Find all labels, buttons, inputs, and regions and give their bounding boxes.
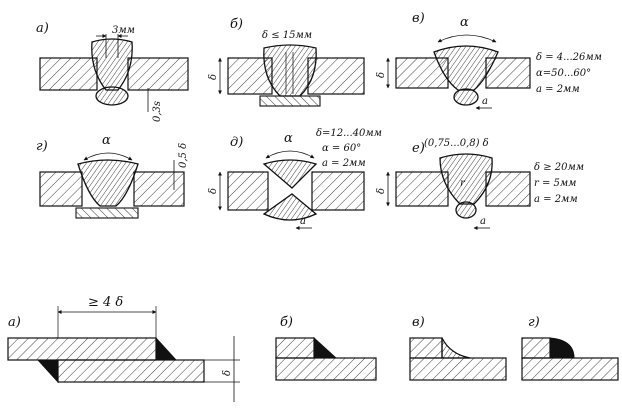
- spec-line-1: δ=12...40мм: [316, 128, 382, 139]
- joint-top-v: в) α δ a δ = 4...26мм α=50...60° a = 2мм: [376, 11, 602, 110]
- top-width-text: (0,75...0,8) δ: [424, 138, 489, 149]
- joint-mid-e: е) (0,75...0,8) δ r δ a δ ≥ 20мм r = 5мм…: [376, 138, 584, 230]
- angle-text: α: [102, 133, 111, 148]
- radius-text: r: [460, 178, 466, 189]
- label-bottom-v: в): [412, 315, 425, 330]
- dim-gap-text: a: [480, 216, 486, 227]
- joint-mid-d: д) α δ a δ=12...40мм α = 60° a = 2мм: [208, 128, 382, 230]
- plate-left: [227, 171, 269, 211]
- angle-text: α: [460, 15, 469, 30]
- label-bottom-g: г): [528, 315, 540, 330]
- plate-left: [39, 171, 83, 207]
- weld-root: [453, 88, 479, 106]
- dim-gap-text: a: [300, 216, 306, 227]
- dim-thickness-text: δ: [376, 72, 387, 78]
- plate-upper: [521, 337, 551, 359]
- plate-right: [133, 171, 185, 207]
- angle-arc: [437, 34, 497, 43]
- label-bottom-b: б): [280, 315, 293, 330]
- backing-strip: [75, 207, 139, 219]
- joint-bottom-v: в): [409, 315, 507, 381]
- joint-bottom-g: г): [521, 315, 619, 381]
- plate-left: [395, 171, 449, 207]
- plate-left: [39, 57, 98, 91]
- plate-right: [311, 171, 365, 211]
- joint-top-b: б) δ ≤ 15мм δ: [208, 17, 365, 107]
- label-top-a: а): [36, 21, 49, 36]
- plate-right: [307, 57, 365, 95]
- fillet-weld-left: [36, 359, 59, 384]
- dim-thickness-text: δ: [222, 370, 233, 376]
- fillet-weld: [313, 336, 338, 359]
- label-mid-g: г): [36, 139, 48, 154]
- label-top-b: б): [230, 17, 243, 32]
- spec-line-2: α = 60°: [322, 143, 361, 154]
- weld-bead-top: [91, 38, 133, 91]
- label-top-v: в): [412, 11, 425, 26]
- plate-lower: [409, 357, 507, 381]
- spec-line-3: a = 2мм: [536, 84, 580, 95]
- convex-fillet-weld: [549, 337, 575, 359]
- spec-line-1: δ ≥ 20мм: [534, 162, 584, 173]
- plate-lower: [275, 357, 377, 381]
- weld-bead-lower: [262, 193, 318, 221]
- spec-line-2: α=50...60°: [536, 68, 591, 79]
- weld-bead: [77, 159, 139, 207]
- fillet-weld-right: [155, 336, 178, 361]
- plate-upper: [275, 337, 315, 359]
- joint-bottom-b: б): [275, 315, 377, 381]
- weld-bead-upper: [262, 159, 318, 189]
- weld-bead: [439, 153, 493, 205]
- dim-gap-text: a: [482, 96, 488, 107]
- joint-mid-g: г) α 0,5 δ: [36, 133, 189, 219]
- spec-line-1: δ = 4...26мм: [536, 52, 602, 63]
- spec-line-3: a = 2мм: [322, 158, 366, 169]
- plate-right: [485, 171, 531, 207]
- dim-thickness-text: δ: [208, 74, 219, 80]
- weld-root: [455, 201, 477, 219]
- dim-reinf-text: 0,3s: [152, 101, 163, 122]
- weld-bead: [433, 45, 499, 91]
- label-mid-e: е): [412, 141, 425, 156]
- dim-thickness-text: δ: [208, 188, 219, 194]
- dim-gap-text: 3мм: [112, 25, 135, 36]
- joint-bottom-a: а) ≥ 4 δ δ: [7, 295, 240, 402]
- angle-arc: [265, 150, 315, 159]
- plate-right: [127, 57, 189, 91]
- spec-line-3: a = 2мм: [534, 194, 578, 205]
- dim-root-text: 0,5 δ: [178, 143, 189, 168]
- plate-upper: [409, 337, 443, 359]
- angle-text: α: [284, 131, 293, 146]
- plate-lower: [57, 359, 205, 383]
- weld-root-bead: [95, 86, 129, 106]
- dim-overlap-text: ≥ 4 δ: [88, 295, 123, 310]
- label-bottom-a: а): [8, 315, 21, 330]
- joint-top-a: а) 3мм 0,3s: [36, 21, 189, 122]
- plate-lower: [521, 357, 619, 381]
- label-mid-d: д): [230, 135, 243, 150]
- spec-line-2: r = 5мм: [534, 178, 576, 189]
- weld-bead: [263, 44, 317, 97]
- condition-text: δ ≤ 15мм: [262, 30, 312, 41]
- angle-arc: [83, 152, 133, 161]
- plate-left: [395, 57, 449, 89]
- plate-upper: [7, 337, 157, 361]
- concave-fillet-weld: [441, 337, 471, 359]
- dim-thickness-text: δ: [376, 188, 387, 194]
- backing-strip: [259, 95, 321, 107]
